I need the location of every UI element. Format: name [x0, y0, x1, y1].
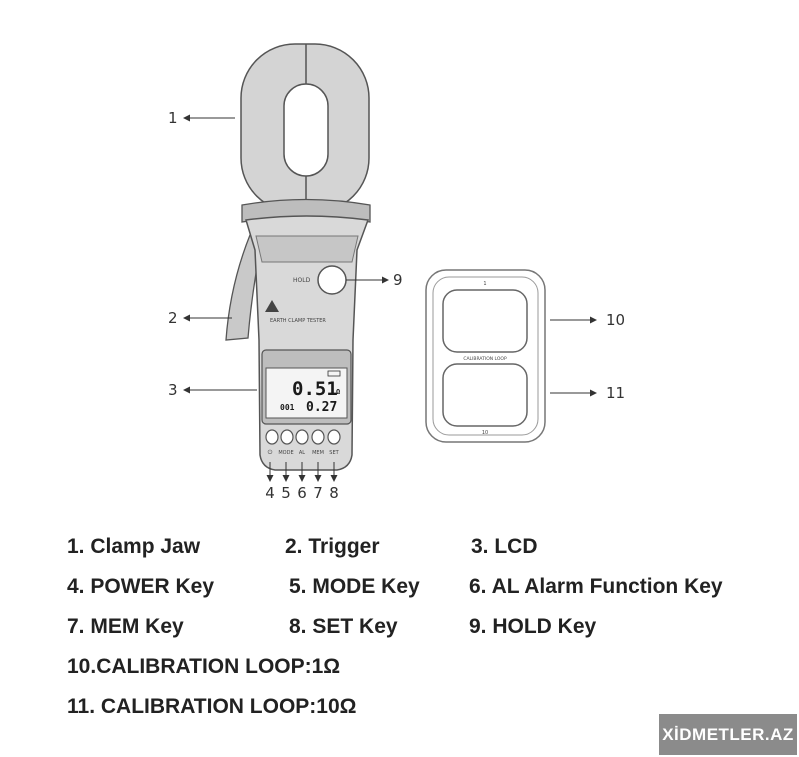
callout-7: 7 [313, 484, 323, 500]
legend-item-trigger: 2. Trigger [285, 535, 380, 558]
legend-row-3: 7. MEM Key 8. SET Key 9. HOLD Key [0, 615, 799, 645]
panel-text: EARTH CLAMP TESTER [270, 318, 326, 324]
legend-item-lcd: 3. LCD [471, 535, 538, 558]
key-label-set: SET [329, 450, 339, 456]
callout-5: 5 [281, 484, 291, 500]
callout-8: 8 [329, 484, 339, 500]
legend-item-set-key: 8. SET Key [289, 615, 398, 638]
legend-item-calibration-loop-1: 10.CALIBRATION LOOP:1Ω [67, 655, 341, 678]
watermark: XİDMETLER.AZ [659, 714, 797, 755]
clamp-jaw [240, 43, 370, 213]
callout-2: 2 [168, 309, 178, 327]
legend-item-calibration-loop-10: 11. CALIBRATION LOOP:10Ω [67, 695, 357, 718]
callout-3: 3 [168, 381, 178, 399]
hold-button [317, 265, 347, 295]
callout-10: 10 [606, 311, 625, 329]
calibration-plate [425, 269, 546, 443]
lcd-memory-index: 001 [280, 403, 295, 412]
callout-4: 4 [265, 484, 275, 500]
warning-triangle-icon [265, 300, 279, 312]
calibration-top-mark: 1 [483, 281, 486, 287]
legend-item-clamp-jaw: 1. Clamp Jaw [67, 535, 201, 558]
legend-row-4: 10.CALIBRATION LOOP:1Ω [0, 655, 799, 685]
legend-item-power-key: 4. POWER Key [67, 575, 215, 598]
legend-item-mode-key: 5. MODE Key [289, 575, 420, 598]
battery-icon [327, 370, 341, 377]
key-label-al: AL [299, 450, 305, 456]
legend-row-2: 4. POWER Key 5. MODE Key 6. AL Alarm Fun… [0, 575, 799, 605]
body-neck [255, 235, 359, 263]
key-label-mem: MEM [312, 450, 324, 456]
legend-row-1: 1. Clamp Jaw 2. Trigger 3. LCD [0, 535, 799, 565]
key-label-power: ⏻ [268, 449, 273, 456]
lcd-main-unit: Ω [336, 388, 340, 396]
legend-row-5: 11. CALIBRATION LOOP:10Ω [0, 695, 640, 725]
callout-11: 11 [606, 384, 625, 402]
callout-arrows [183, 114, 597, 482]
key-label-mode: MODE [278, 450, 293, 456]
calibration-middle-text: CALIBRATION LOOP [463, 356, 507, 362]
callout-6: 6 [297, 484, 307, 500]
lcd-sub-reading: 0.27 [306, 400, 337, 415]
callout-1: 1 [168, 109, 178, 127]
calibration-bottom-mark: 10 [482, 430, 488, 436]
callout-9: 9 [393, 271, 403, 289]
legend-item-hold-key: 9. HOLD Key [469, 615, 597, 638]
earth-clamp-tester-diagram: HOLD EARTH CLAMP TESTER 0.51 Ω 001 0.27 … [168, 43, 625, 500]
legend-item-al-key: 6. AL Alarm Function Key [469, 575, 723, 598]
hold-label: HOLD [293, 277, 311, 284]
key-row [265, 429, 341, 445]
legend-item-mem-key: 7. MEM Key [67, 615, 184, 638]
lcd-main-reading: 0.51 [292, 378, 338, 400]
